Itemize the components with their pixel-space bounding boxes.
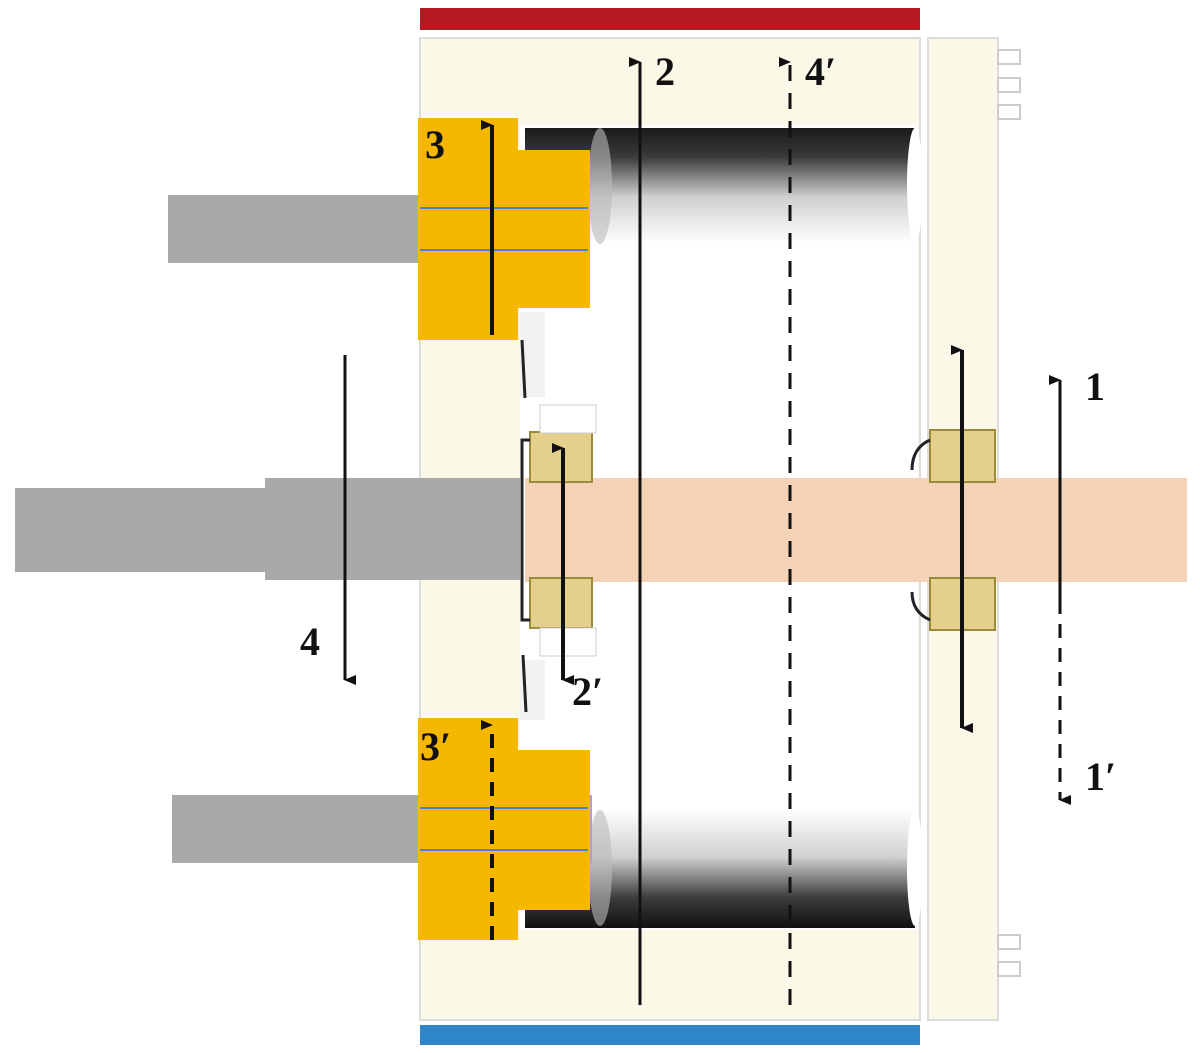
label-2: 2 [655,49,675,94]
label-1: 1 [1085,364,1105,409]
bottom-plate [420,1025,920,1045]
label-4-prime: 4′ [805,49,836,94]
label-4: 4 [300,619,320,664]
right-edge-tabs [997,49,1021,977]
lower-seal-block [418,718,590,940]
sample-rod [525,478,1187,582]
center-rod-left [15,488,265,572]
center-rod-mid [265,478,520,580]
label-3: 3 [425,122,445,167]
label-1-prime: 1′ [1085,754,1116,799]
top-plate [420,8,920,30]
label-2-prime: 2′ [572,669,603,714]
label-3-prime: 3′ [420,724,451,769]
upper-seal-block [418,118,590,340]
